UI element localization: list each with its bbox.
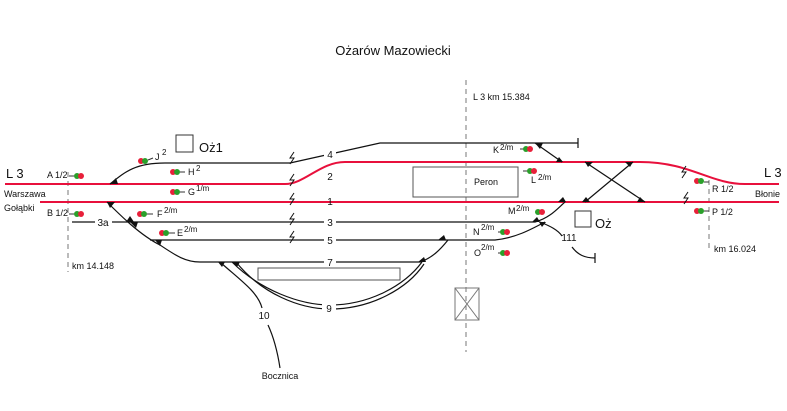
svg-text:R 1/2: R 1/2 [712,184,734,194]
track-label-4: 4 [327,150,333,161]
svg-text:M: M [508,206,516,216]
station-title: Ożarów Mazowiecki [335,43,451,58]
svg-text:2: 2 [196,164,201,173]
svg-text:2/m: 2/m [538,173,552,182]
right-direction: Błonie [755,189,780,199]
svg-text:2/m: 2/m [164,206,178,215]
track-label-3a: 3a [97,218,109,229]
signal-box-oz1-label: Oż1 [199,140,223,155]
insulated-joint-icons [289,151,689,244]
svg-text:2: 2 [162,148,167,157]
platform-label: Peron [474,177,498,187]
left-direction-2: Gołąbki [4,203,35,213]
track-label-111: 111 [561,233,577,244]
signal-box-oz1 [175,134,194,153]
left-line-label: L 3 [6,166,24,181]
signal-P: P 1/2 [694,207,733,217]
track-2-main [5,161,779,185]
track-label-9: 9 [326,304,332,315]
signal-box-oz [574,210,592,228]
signal-O: O2/m [474,243,510,258]
switch-markers [107,143,645,267]
right-line-label: L 3 [764,165,782,180]
svg-text:1/m: 1/m [196,184,210,193]
crossing-box-icon [454,287,480,321]
track-label-7: 7 [327,258,333,269]
platform-lower [257,267,401,281]
right-km-label: km 16.024 [714,244,756,254]
svg-text:J: J [155,152,160,162]
svg-text:2/m: 2/m [500,143,514,152]
svg-text:2/m: 2/m [481,243,495,252]
svg-text:N: N [473,227,480,237]
svg-text:A 1/2: A 1/2 [47,170,68,180]
svg-text:E: E [177,228,183,238]
siding-label: Bocznica [262,371,299,381]
signal-box-oz-label: Oż [595,216,612,231]
svg-text:O: O [474,248,481,258]
svg-text:2/m: 2/m [481,223,495,232]
track-5 [150,221,546,241]
svg-text:B 1/2: B 1/2 [47,208,68,218]
svg-text:P 1/2: P 1/2 [712,207,733,217]
track-label-5: 5 [327,236,333,247]
left-km-label: km 14.148 [72,261,114,271]
track-label-2: 2 [327,172,333,183]
track-label-1: 1 [327,197,333,208]
track-4 [289,138,579,164]
svg-text:2/m: 2/m [184,225,198,234]
signal-B: B 1/2 [47,208,84,218]
svg-text:G: G [188,187,195,197]
svg-text:L: L [531,175,536,185]
track-label-10: 10 [258,311,270,322]
left-direction-1: Warszawa [4,189,46,199]
signal-R: R 1/2 [694,178,734,194]
platform-upper [412,166,519,198]
track-10 [219,261,281,369]
svg-text:H: H [188,167,195,177]
svg-text:K: K [493,145,499,155]
crossover [584,161,646,203]
svg-text:2/m: 2/m [516,204,530,213]
svg-text:F: F [157,209,163,219]
track-label-3: 3 [327,218,333,229]
center-km-label: L 3 km 15.384 [473,92,530,102]
signal-A: A 1/2 [47,170,84,180]
